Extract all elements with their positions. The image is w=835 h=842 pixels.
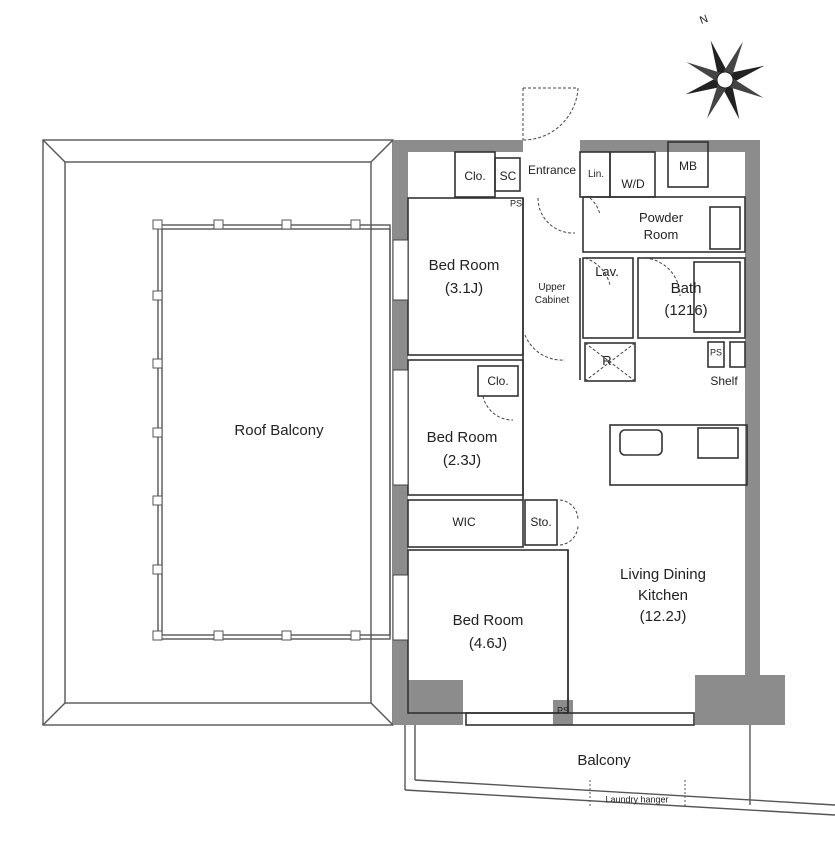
bedroom-3-name: Bed Room [452, 612, 524, 629]
compass-icon [685, 40, 765, 120]
bedroom-1-size: (3.1J) [444, 280, 484, 297]
walls [393, 140, 785, 725]
upper-cabinet-line1: Upper [538, 282, 566, 293]
washer-dryer-label: W/D [621, 176, 645, 191]
powder-room-line2: Room [643, 227, 679, 243]
closet-1-label: Clo. [464, 168, 486, 183]
door-swings [482, 87, 681, 546]
laundry-hanger-label: Laundry hanger [605, 794, 669, 805]
refrigerator-label: R [602, 353, 612, 369]
ldk-name-line1: Living Dining [620, 566, 706, 583]
powder-room-line1: Powder [638, 210, 684, 226]
bedroom-2-size: (2.3J) [442, 452, 482, 469]
bedroom-1-name: Bed Room [428, 257, 500, 274]
balcony-label: Balcony [577, 752, 631, 769]
bath-name: Bath [670, 280, 702, 297]
windows [392, 239, 409, 641]
storage-label: Sto. [530, 514, 552, 529]
roof-balcony-label: Roof Balcony [234, 422, 324, 439]
linen-label: Lin. [587, 169, 605, 180]
bedroom-3-size: (4.6J) [468, 635, 508, 652]
meter-box-label: MB [679, 158, 697, 173]
bedroom-2-name: Bed Room [426, 429, 498, 446]
pipe-space-3-label: PS [556, 705, 570, 716]
upper-cabinet-line2: Cabinet [534, 295, 570, 306]
entrance-label: Entrance [527, 162, 577, 177]
ldk-name-line2: Kitchen [637, 587, 689, 604]
bath-size: (1216) [664, 302, 708, 319]
lavatory-label: Lav. [595, 264, 619, 280]
pipe-space-2-label: PS [709, 347, 723, 358]
rail-posts [152, 219, 361, 641]
closet-2-label: Clo. [487, 373, 509, 388]
laundry-hanger-line [589, 780, 686, 808]
wic-label: WIC [452, 514, 476, 529]
balcony-outline [404, 725, 835, 816]
shoe-closet-label: SC [499, 168, 517, 183]
shelf-label: Shelf [710, 373, 738, 388]
ldk-size: (12.2J) [639, 608, 687, 625]
pipe-space-1-label: PS [509, 198, 523, 209]
